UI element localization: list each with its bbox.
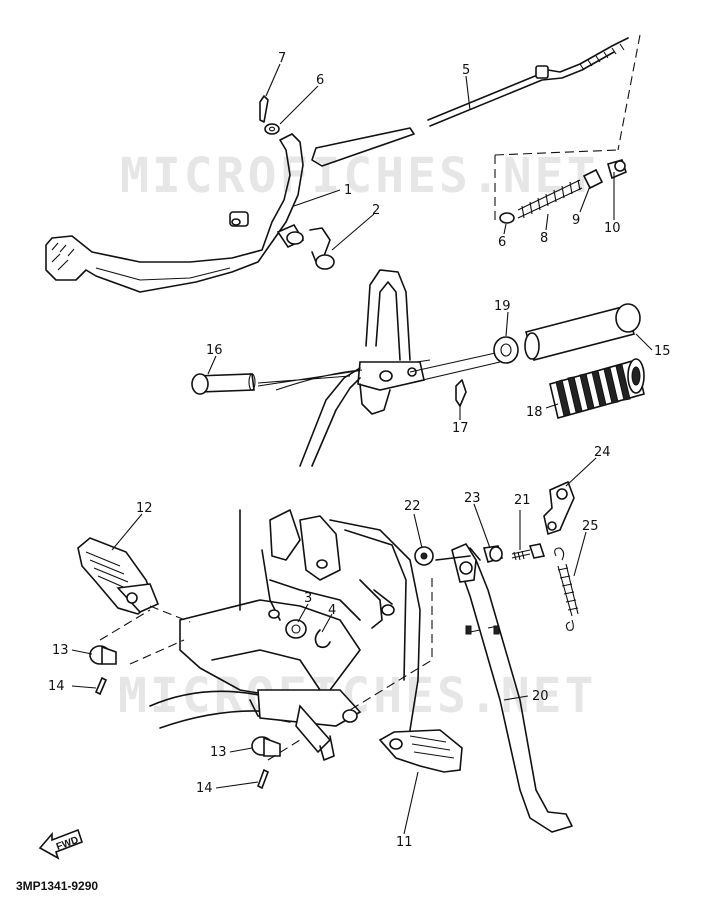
callout-14-left: 14	[48, 679, 65, 694]
callout-numbers: 7 6 5 1 2 6 8 9 10 16 19 15 17 18 12 13 …	[48, 51, 671, 850]
callout-16: 16	[206, 343, 223, 358]
bracket-24	[543, 480, 575, 536]
brake-pedal	[45, 133, 305, 293]
forward-arrow-icon: FWD	[38, 828, 84, 860]
callout-23: 23	[464, 491, 481, 506]
side-stand-20	[451, 542, 573, 833]
callout-14-lower: 14	[196, 781, 213, 796]
spring-25	[554, 547, 579, 631]
bolt-14-left	[94, 676, 108, 696]
brake-rod-5	[311, 37, 629, 167]
callout-25: 25	[582, 519, 599, 534]
pin-16	[191, 373, 256, 395]
frame-tube-a	[299, 367, 361, 467]
cotter-pin-7	[259, 95, 269, 123]
callout-12: 12	[136, 501, 153, 516]
washer-6-upper	[264, 123, 280, 135]
shaft-15	[524, 303, 641, 361]
callout-13-left: 13	[52, 643, 69, 658]
footrest-11	[378, 729, 463, 773]
rubber-13-left	[89, 645, 117, 665]
callout-8: 8	[540, 231, 548, 246]
callout-15: 15	[654, 344, 671, 359]
washer-6-lower	[499, 212, 515, 224]
lower-frame	[149, 509, 421, 761]
callout-13-lower: 13	[210, 745, 227, 760]
callout-5: 5	[462, 63, 470, 78]
callout-9: 9	[572, 213, 580, 228]
callout-6-upper: 6	[316, 73, 324, 88]
clip-2	[309, 227, 335, 270]
washer-19	[493, 336, 519, 364]
bolt-23	[482, 545, 504, 563]
callout-24: 24	[594, 445, 611, 460]
callout-10: 10	[604, 221, 621, 236]
callout-19: 19	[494, 299, 511, 314]
callout-17: 17	[452, 421, 469, 436]
callout-22: 22	[404, 499, 421, 514]
callout-18: 18	[526, 405, 543, 420]
collar-22	[414, 546, 434, 566]
bolt-21	[511, 543, 546, 561]
callout-21: 21	[514, 493, 531, 508]
rubber-13-lower	[251, 736, 281, 757]
callout-1: 1	[344, 183, 352, 198]
bolt-14-lower	[256, 768, 270, 790]
callout-3: 3	[304, 591, 312, 606]
callout-6-lower: 6	[498, 235, 506, 250]
footrest-12	[77, 537, 160, 615]
main-stand-bracket	[357, 269, 425, 415]
spring-8	[517, 179, 583, 219]
cotter-pin-17	[455, 379, 467, 407]
leader-lines	[71, 63, 653, 835]
callout-2: 2	[372, 203, 380, 218]
washer-3	[285, 619, 307, 639]
watermark-top: MICROFICHES.NET	[120, 148, 598, 204]
frame-tube-b	[311, 377, 361, 467]
callout-4: 4	[328, 603, 336, 618]
callout-7: 7	[278, 51, 286, 66]
callout-11: 11	[396, 835, 413, 850]
callout-20: 20	[532, 689, 549, 704]
drawing-code: 3MP1341-9290	[16, 879, 98, 893]
circlip-4	[314, 629, 331, 649]
nut-9	[582, 168, 604, 190]
sleeve-18	[549, 358, 645, 419]
